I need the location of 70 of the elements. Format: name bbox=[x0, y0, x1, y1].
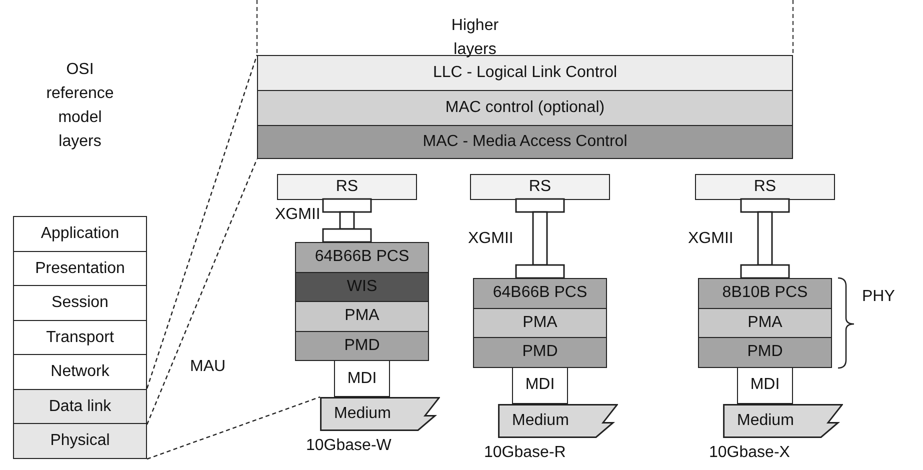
higher-layers-label: Higher layers bbox=[450, 16, 500, 60]
projection-line bbox=[146, 158, 258, 425]
sublayer-box bbox=[698, 308, 832, 338]
variant-caption: 10Gbase-X bbox=[709, 444, 790, 462]
layer-name: LLC - Logical Link Control bbox=[432, 64, 618, 82]
osi-layer-box bbox=[13, 216, 147, 252]
sublayer-box bbox=[473, 278, 607, 308]
projection-line bbox=[146, 54, 258, 389]
layer-name: MDI bbox=[525, 376, 555, 394]
osi-layer-box bbox=[13, 388, 147, 424]
layer-name: Medium bbox=[512, 412, 569, 430]
interface-label: XGMII bbox=[468, 230, 514, 248]
layer-name: RS bbox=[754, 178, 776, 196]
variant-caption: 10Gbase-W bbox=[306, 437, 392, 455]
layer-name: 64B66B PCS bbox=[492, 284, 588, 302]
layer-name: 8B10B PCS bbox=[722, 284, 808, 302]
layer-name: MDI bbox=[347, 370, 377, 388]
layer-name: RS bbox=[336, 178, 358, 196]
osi-layer-box bbox=[13, 320, 147, 356]
layer-name: Physical bbox=[50, 432, 110, 450]
layer-name: PMA bbox=[748, 314, 782, 332]
sublayer-box bbox=[473, 308, 607, 338]
sublayer-box bbox=[295, 272, 429, 302]
layer-name: Application bbox=[40, 225, 120, 243]
sublayer-box bbox=[698, 337, 832, 368]
protocol-layer-box bbox=[257, 90, 793, 126]
osi-layer-box bbox=[13, 423, 147, 459]
unit-label: MAU bbox=[190, 358, 226, 376]
sublayer-box bbox=[295, 242, 429, 272]
osi-layer-box bbox=[13, 250, 147, 286]
layer-name: Data link bbox=[48, 398, 112, 416]
interface-box bbox=[512, 366, 568, 404]
interface-label: XGMII bbox=[275, 206, 320, 224]
sublayer-box bbox=[295, 301, 429, 332]
layer-name: Network bbox=[50, 363, 110, 381]
osi-layer-box bbox=[13, 354, 147, 390]
layer-name: Medium bbox=[737, 412, 794, 430]
layer-name: PMD bbox=[747, 343, 783, 362]
layer-name: Session bbox=[52, 294, 108, 312]
sublayer-box bbox=[695, 174, 835, 200]
layer-name: PMD bbox=[522, 343, 558, 362]
layer-name: PMA bbox=[522, 314, 558, 332]
sublayer-box bbox=[470, 174, 610, 200]
medium-shape bbox=[723, 404, 843, 438]
variant-caption: 10Gbase-R bbox=[484, 444, 566, 462]
sublayer-box bbox=[295, 330, 429, 361]
projection-line bbox=[146, 396, 320, 460]
sublayer-box bbox=[473, 337, 607, 368]
layer-name: PMA bbox=[344, 307, 380, 326]
layer-name: MDI bbox=[750, 376, 780, 394]
interface-label: XGMII bbox=[688, 230, 734, 248]
layer-name: Transport bbox=[46, 328, 114, 346]
sublayer-box bbox=[277, 174, 417, 200]
protocol-layer-box bbox=[257, 125, 793, 159]
layer-name: Medium bbox=[334, 405, 391, 423]
layer-name: PMD bbox=[344, 336, 380, 355]
sublayer-group-label: PHY bbox=[862, 288, 895, 306]
interface-box bbox=[737, 366, 793, 404]
layer-name: Presentation bbox=[35, 260, 125, 278]
sublayer-box bbox=[698, 278, 832, 308]
osi-layer-box bbox=[13, 285, 147, 321]
medium-shape bbox=[498, 404, 618, 438]
layer-name: RS bbox=[528, 178, 552, 196]
layer-name: MAC - Media Access Control bbox=[422, 133, 628, 151]
osi-heading: OSI reference model layers bbox=[45, 60, 115, 152]
interface-box bbox=[334, 360, 390, 397]
layer-name: 64B66B PCS bbox=[314, 248, 410, 266]
medium-shape bbox=[320, 397, 440, 431]
layer-name: MAC control (optional) bbox=[445, 99, 605, 117]
layer-name: WIS bbox=[346, 278, 378, 296]
